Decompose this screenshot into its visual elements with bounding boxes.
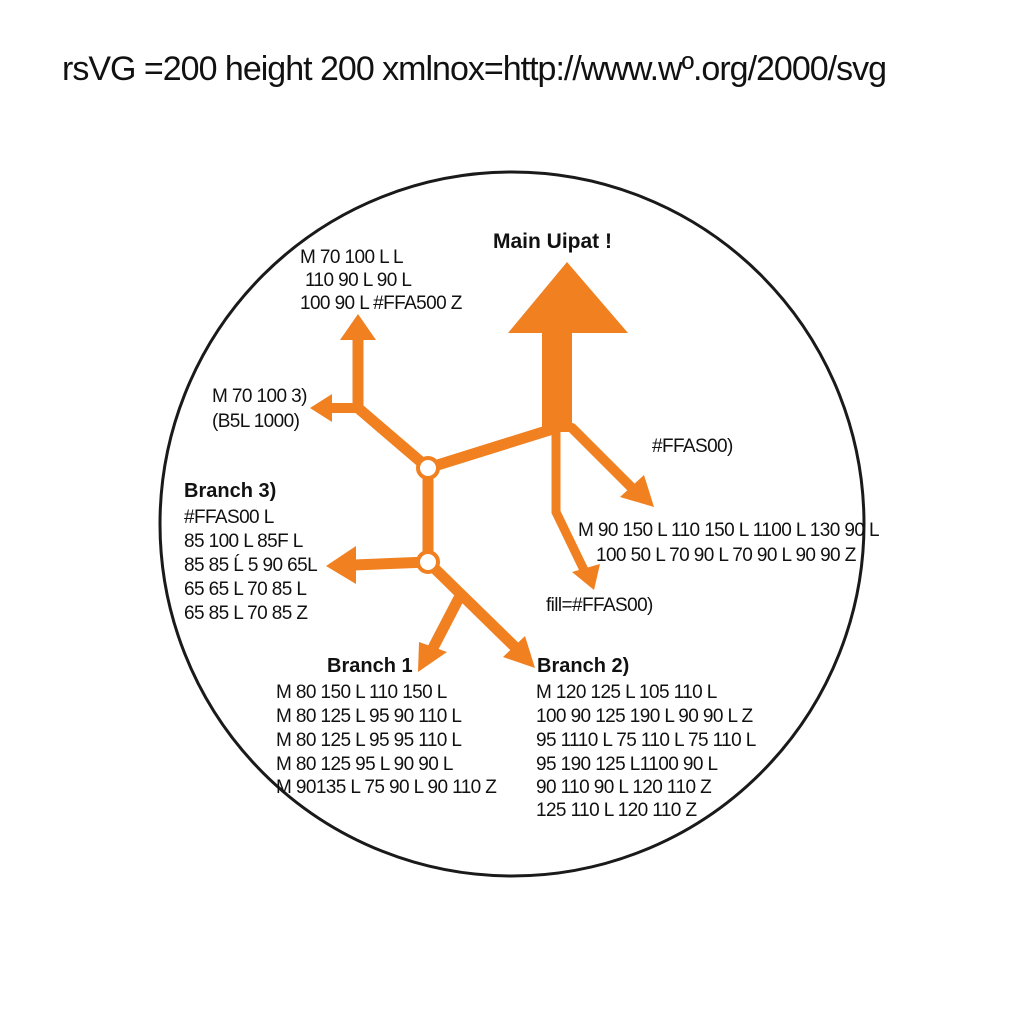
branch2-line xyxy=(422,556,524,656)
left-note: M 70 100 3) (B5L 1000) xyxy=(212,386,311,432)
left-note-line: M 70 100 3) xyxy=(212,386,307,407)
branch3-code-line: 65 85 L 70 85 Z xyxy=(184,603,308,624)
header-text: rsVG =200 height 200 xmlnox=http://www.w… xyxy=(62,50,887,88)
branch1-code-line: M 80 125 L 95 90 110 L xyxy=(276,706,461,727)
branch3-code-line: #FFAS00 L xyxy=(184,507,274,528)
right-path-note-line: 100 50 L 70 90 L 70 90 L 90 90 Z xyxy=(596,545,857,566)
branch1-code-line: M 80 125 L 95 95 110 L xyxy=(276,730,461,751)
stem-to-main xyxy=(422,422,562,474)
junction-node-lower xyxy=(416,550,440,574)
branch3-code-line: 85 100 L 85F L xyxy=(184,531,303,552)
branch3-code-line: 65 65 L 70 85 L xyxy=(184,579,306,600)
middle-left-arrowhead xyxy=(326,546,356,584)
orange-arrows xyxy=(310,262,654,672)
branch2-code-line: 100 90 125 190 L 90 90 L Z xyxy=(536,706,753,727)
top-note-line: 100 90 L #FFA500 Z xyxy=(300,293,463,314)
branch2-code-line: 95 1110 L 75 110 L 75 110 L xyxy=(536,730,756,751)
middle-left-line xyxy=(348,556,434,571)
branch3-code: #FFAS00 L 85 100 L 85F L 85 85 Ĺ 5 90 6… xyxy=(184,507,321,624)
upper-left-diagonal xyxy=(352,402,434,474)
branch2-code-line: 90 110 90 L 120 110 Z xyxy=(536,777,712,798)
branch2-code-line: M 120 125 L 105 110 L xyxy=(536,682,717,703)
branch2-code-line: 125 110 L 120 110 Z xyxy=(536,800,697,821)
branch2-code: M 120 125 L 105 110 L 100 90 125 190 L 9… xyxy=(536,682,760,821)
branch2-code-line: 95 190 125 L1100 90 L xyxy=(536,754,717,775)
right-lower-arrowhead xyxy=(572,564,600,590)
branch1-code-line: M 90135 L 75 90 L 90 110 Z xyxy=(276,777,497,798)
branch2-title: Branch 2) xyxy=(537,655,629,677)
branch1-code-line: M 80 150 L 110 150 L xyxy=(276,682,447,703)
branch3-title: Branch 3) xyxy=(184,480,276,502)
branch3-code-line: 85 85 Ĺ 5 90 65L xyxy=(184,555,317,576)
upper-left-left-arrowhead xyxy=(310,394,332,422)
right-fill-note: #FFAS00) xyxy=(652,436,733,457)
right-path-note: M 90 150 L 110 150 L 1100 L 130 90 L 100… xyxy=(578,520,883,566)
branch1-code-line: M 80 125 95 L 90 90 L xyxy=(276,754,453,775)
branch1-title: Branch 1 xyxy=(327,655,413,677)
left-note-line: (B5L 1000) xyxy=(212,411,300,432)
branch2-arrowhead xyxy=(503,636,535,668)
upper-left-up-arrowhead xyxy=(340,314,376,340)
outer-circle xyxy=(158,170,866,878)
top-note-line: 110 90 L 90 L xyxy=(305,270,411,291)
junction-node-upper xyxy=(416,456,440,480)
top-note: M 70 100 L L 110 90 L 90 L 100 90 L #FFA… xyxy=(300,247,463,314)
main-label: Main Uipat ! xyxy=(493,230,612,253)
right-upper-arrowhead xyxy=(620,475,654,507)
main-arrow-shaft xyxy=(542,328,572,432)
right-upper-line xyxy=(567,423,637,493)
fill-note: fill=#FFAS00) xyxy=(546,595,653,616)
branch1-code: M 80 150 L 110 150 L M 80 125 L 95 90 11… xyxy=(276,682,497,798)
branch1-arrowhead xyxy=(418,642,447,672)
right-lower-diagonal xyxy=(551,507,589,575)
branch1-line xyxy=(427,590,466,654)
main-arrow-head xyxy=(508,262,628,333)
top-note-line: M 70 100 L L xyxy=(300,247,403,268)
right-path-note-line: M 90 150 L 110 150 L 1100 L 130 90 L xyxy=(578,520,879,541)
